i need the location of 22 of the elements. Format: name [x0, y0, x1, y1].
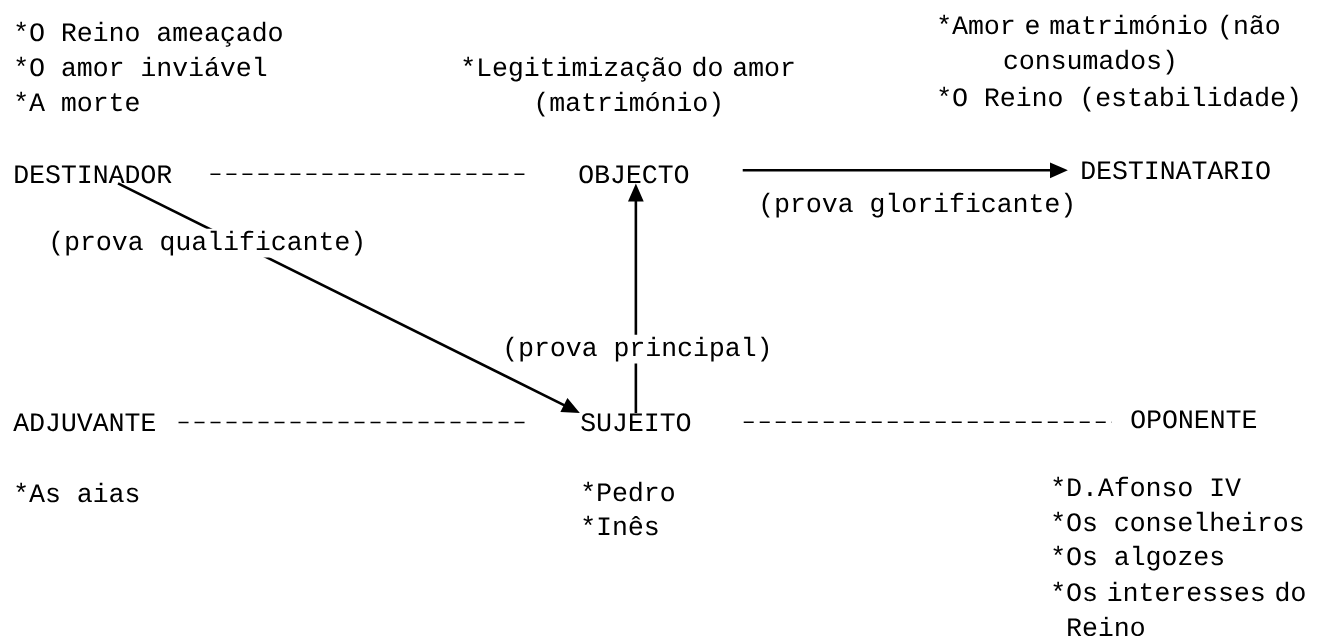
edge-label: (prova principal)	[500, 334, 775, 364]
list-item: *A morte	[16, 91, 139, 112]
list-item: *As aias	[16, 482, 139, 503]
list-item: *Legitimização do amor (matrimónio)	[463, 56, 794, 117]
role-label: DESTINADOR	[15, 165, 172, 184]
edge-label: (prova glorificante)	[756, 190, 1079, 220]
role-label: ADJUVANTE	[13, 413, 155, 432]
list-item: *Os interesses do Reino	[1053, 581, 1305, 636]
list-item: *O amor inviável	[16, 56, 267, 77]
list-item: *Os conselheiros	[1053, 511, 1303, 532]
role-label: OBJECTO	[579, 165, 689, 184]
list-item: *Inês	[583, 515, 658, 536]
list-item: *Amor e matrimónio (não consumados)	[939, 14, 1279, 75]
role-label: SUJEITO	[581, 413, 691, 432]
list-item: *Os algozes	[1053, 545, 1223, 571]
role-label: OPONENTE	[1131, 410, 1256, 429]
list-item: *O Reino ameaçado	[16, 21, 282, 47]
list-item: *O Reino (estabilidade)	[939, 86, 1298, 112]
list-item: *D.Afonso IV	[1053, 476, 1241, 497]
edge-label: (prova qualificante)	[46, 228, 369, 258]
role-label: DESTINATARIO	[1082, 161, 1270, 180]
list-item: *Pedro	[583, 481, 674, 502]
